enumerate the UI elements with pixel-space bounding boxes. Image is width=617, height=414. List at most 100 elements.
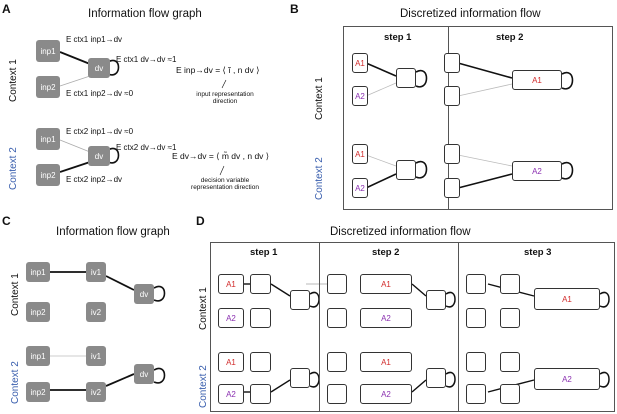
c-node-dv: dv (134, 284, 154, 304)
d-c2-s2-in2 (327, 384, 347, 404)
b-c1-s2-in2 (444, 86, 460, 106)
panel-d-context-1: Context 1 (198, 287, 209, 330)
label-c2-e1: E ctx2 inp1→dv ≈0 (66, 127, 134, 136)
panel-d-context-2: Context 2 (198, 365, 209, 408)
d-c2-s1-iv1 (250, 352, 271, 372)
panel-b-step-2: step 2 (496, 32, 524, 43)
d-c1-s2-in1 (327, 274, 347, 294)
c-node-iv2-c2: iv2 (86, 382, 106, 402)
d-c1-s1-a2: A2 (218, 308, 244, 328)
c-node-inp1: inp1 (26, 262, 50, 282)
panel-d-step-2: step 2 (372, 247, 400, 258)
self-loop-dv (107, 59, 120, 76)
d-c2-s3-in1 (466, 352, 486, 372)
d-c1-s1-iv2 (250, 308, 271, 328)
d-c1-s2-iv2: A2 (360, 308, 412, 328)
d-c1-s1-dv (290, 290, 310, 310)
b-c1-s1-a1: A1 (352, 53, 368, 73)
panel-d-frame (210, 242, 615, 412)
label-c1-e1: E ctx1 inp1→dv (66, 35, 123, 44)
d-c1-s3-in2 (466, 308, 486, 328)
d-c1-s2-dv (426, 290, 446, 310)
d-c2-s1-iv2 (250, 384, 271, 404)
d-c2-s1-a2: A2 (218, 384, 244, 404)
edge-inp1-dv-c2 (59, 139, 91, 153)
node-inp2: inp2 (36, 76, 60, 98)
panel-d-divider-2 (458, 242, 459, 412)
label-c2-self: E ctx2 dv→dv ≈1 (116, 143, 177, 152)
d-c2-s3-iv1 (500, 352, 520, 372)
label-c1-e2: E ctx1 inp2→dv ≈0 (66, 89, 134, 98)
b-c2-s1-a2: A2 (352, 178, 368, 198)
c-node-inp1-c2: inp1 (26, 346, 50, 366)
d-c2-s2-in1 (327, 352, 347, 372)
d-c2-s3-in2 (466, 384, 486, 404)
equation-dv-note: decision variable representation directi… (191, 177, 259, 191)
panel-a-title: Information flow graph (88, 8, 202, 20)
panel-b-context-1: Context 1 (314, 77, 325, 120)
b-c1-s1-dv (396, 68, 416, 88)
panel-b-context-2: Context 2 (314, 157, 325, 200)
b-c2-s2-in1 (444, 144, 460, 164)
panel-b-step-1: step 1 (384, 32, 412, 43)
d-c2-s1-dv (290, 368, 310, 388)
c-node-inp2-c2: inp2 (26, 382, 50, 402)
c-node-dv-c2: dv (134, 364, 154, 384)
c-node-inp2: inp2 (26, 302, 50, 322)
b-c2-s2-in2 (444, 178, 460, 198)
panel-b-frame (343, 26, 613, 210)
d-c1-s3-dv: A1 (534, 288, 600, 310)
node-dv: dv (88, 58, 110, 78)
edge-inp1-dv (59, 51, 91, 65)
panel-letter-c: C (2, 214, 11, 228)
node-inp2-c2: inp2 (36, 164, 60, 186)
panel-letter-a: A (2, 2, 11, 16)
c-node-iv1-c2: iv1 (86, 346, 106, 366)
b-c2-s1-a1: A1 (352, 144, 368, 164)
b-c2-s2-dv: A2 (512, 161, 562, 181)
d-c2-s1-a1: A1 (218, 352, 244, 372)
c-node-iv2: iv2 (86, 302, 106, 322)
panel-b-divider (448, 26, 449, 210)
b-c1-s2-dv: A1 (512, 70, 562, 90)
panel-c-title: Information flow graph (56, 226, 170, 238)
d-c2-s2-iv2: A2 (360, 384, 412, 404)
d-c1-s1-iv1 (250, 274, 271, 294)
label-c2-e2: E ctx2 inp2→dv (66, 175, 123, 184)
b-c1-s1-a2: A2 (352, 86, 368, 106)
equation-dv: E dv→dv = ⟨ m̃ dv , n dv ⟩ (172, 151, 270, 161)
panel-c-context-1: Context 1 (10, 273, 21, 316)
panel-d-title: Discretized information flow (330, 226, 471, 238)
d-c1-s3-iv2 (500, 308, 520, 328)
panel-a-context-2: Context 2 (8, 147, 19, 190)
panel-d-step-3: step 3 (524, 247, 552, 258)
node-dv-c2: dv (88, 146, 110, 166)
d-c2-s2-iv1: A1 (360, 352, 412, 372)
edge-inp2-dv (59, 75, 91, 87)
equation-input: E inp→dv = ⟨ ĩ , n dv ⟩ (176, 65, 260, 75)
d-c1-s3-iv1 (500, 274, 520, 294)
panel-letter-b: B (290, 2, 299, 16)
panel-c-context-2: Context 2 (10, 361, 21, 404)
d-c1-s2-iv1: A1 (360, 274, 412, 294)
edge-inp2-dv-c2 (59, 161, 91, 173)
node-inp1-c2: inp1 (36, 128, 60, 150)
d-c1-s3-in1 (466, 274, 486, 294)
panel-b-title: Discretized information flow (400, 8, 541, 20)
panel-letter-d: D (196, 214, 205, 228)
d-c1-s1-a1: A1 (218, 274, 244, 294)
d-c1-s2-in2 (327, 308, 347, 328)
d-c2-s3-dv: A2 (534, 368, 600, 390)
d-c2-s2-dv (426, 368, 446, 388)
b-c2-s1-dv (396, 160, 416, 180)
c-node-iv1: iv1 (86, 262, 106, 282)
label-c1-self: E ctx1 dv→dv ≈1 (116, 55, 177, 64)
panel-d-divider-1 (319, 242, 320, 412)
panel-d-step-1: step 1 (250, 247, 278, 258)
equation-input-note: input representation direction (196, 91, 254, 105)
d-c2-s3-iv2 (500, 384, 520, 404)
node-inp1: inp1 (36, 40, 60, 62)
b-c1-s2-in1 (444, 53, 460, 73)
panel-a-context-1: Context 1 (8, 59, 19, 102)
